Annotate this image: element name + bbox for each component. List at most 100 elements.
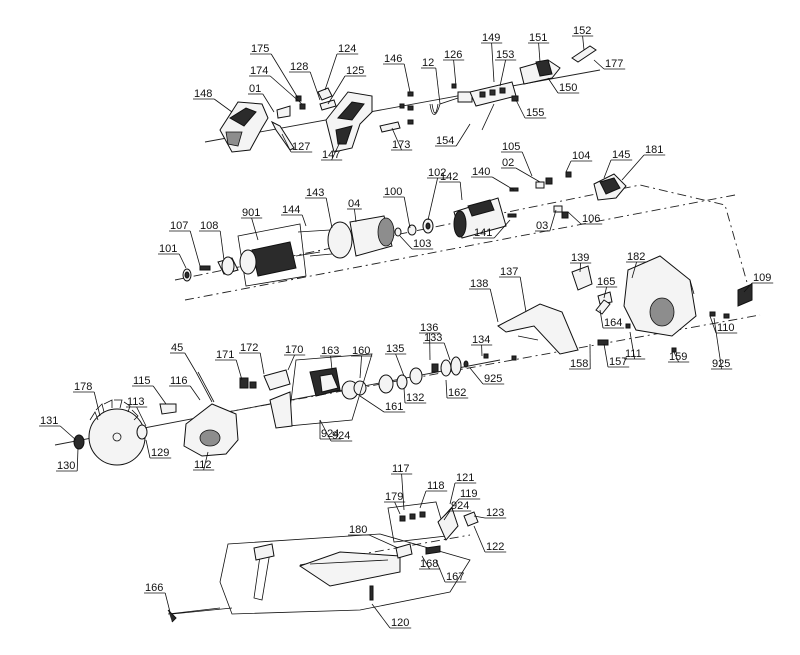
part-callout-133: 133 [423,332,451,361]
part-callout-124: 124 [324,43,359,91]
part-callout-924: 924 [319,420,342,440]
part-callout-152: 152 [572,25,594,51]
rip-fence [167,607,233,623]
part-callout-181: 181 [621,144,666,181]
handle-housing-right [325,91,373,153]
leader-line [281,133,292,153]
part-callout-115: 115 [132,375,167,405]
part-callout-127: 127 [281,133,313,153]
part-number-label: 153 [496,49,514,61]
leader-line [269,75,303,105]
leader-line [473,515,486,519]
part-number-label: 168 [420,558,438,570]
part-number-label: 181 [645,144,663,156]
part-callout-164: 164 [599,309,625,329]
part-number-label: 137 [500,266,518,278]
leader-line [445,379,448,399]
part-number-label: 136 [420,322,438,334]
part-callout-178: 178 [73,381,101,417]
part-callout-146: 146 [383,53,411,93]
part-number-label: 132 [406,392,424,404]
part-callout-105: 105 [501,141,533,177]
part-callout-02: 02 [501,157,541,183]
part-callout-141: 141 [473,219,511,239]
part-number-label: 147 [322,149,340,161]
part-number-label: 129 [151,447,169,459]
part-number-label: 158 [570,358,588,370]
leader-line [709,315,717,334]
part-callout-100: 100 [383,186,411,229]
part-callout-165: 165 [596,276,618,299]
part-callout-138: 138 [469,278,499,323]
field-coil [297,215,395,259]
leader-line [453,59,457,87]
part-number-label: 157 [609,356,627,368]
part-callout-103: 103 [399,235,434,250]
part-number-label: 171 [216,349,234,361]
part-callout-182: 182 [626,251,648,279]
leader-line [603,159,612,179]
part-callout-126: 126 [443,49,465,87]
part-callout-171: 171 [215,349,243,381]
leader-line [599,309,604,329]
part-callout-119: 119 [443,488,481,517]
leader-line [331,141,341,161]
leader-line [93,391,101,417]
leader-line [443,510,451,521]
part-callout-01: 01 [248,83,275,113]
part-number-label: 165 [597,276,615,288]
part-callout-136: 136 [419,322,441,361]
leader-line [309,71,321,101]
leader-line [493,219,511,239]
part-callout-151: 151 [528,32,550,63]
part-callout-110: 110 [709,315,738,334]
part-callout-177: 177 [593,58,626,70]
leader-line [371,603,391,629]
part-callout-167: 167 [435,559,467,583]
part-callout-112: 112 [193,451,215,471]
part-number-label: 160 [352,345,370,357]
part-callout-129: 129 [145,439,172,459]
part-callout-179: 179 [384,491,406,515]
part-number-label: 149 [482,32,500,44]
leader-line [259,352,265,375]
leader-line [547,77,559,94]
leader-line [549,209,557,232]
part-callout-12: 12 [421,57,441,105]
leader-line [473,525,486,553]
part-callout-161: 161 [359,395,406,413]
part-callout-144: 144 [281,204,307,227]
part-number-label: 107 [170,220,188,232]
part-number-label: 101 [159,243,177,255]
leader-line [213,98,233,113]
part-number-label: 104 [572,150,590,162]
part-callout-123: 123 [473,507,507,519]
leader-line [403,387,406,404]
end-cap [593,173,627,201]
part-number-label: 177 [605,58,623,70]
part-number-label: 178 [74,381,92,393]
part-callout-172: 172 [239,342,265,375]
part-number-label: 148 [194,88,212,100]
leader-line [403,196,411,229]
leader-line [565,160,572,173]
part-number-label: 12 [422,57,434,69]
leader-line [603,343,609,368]
leader-line [235,359,243,381]
part-callout-147: 147 [321,141,343,161]
part-callout-122: 122 [473,525,507,553]
part-number-label: 01 [249,83,261,95]
bearings-row2 [394,218,434,237]
part-number-label: 121 [456,472,474,484]
leader-line [403,63,411,93]
power-cord [429,91,473,115]
part-number-label: 924 [451,500,469,512]
part-number-label: 126 [444,49,462,61]
leader-line [178,253,187,269]
knob-and-bits [571,265,753,319]
part-callout-162: 162 [445,379,469,399]
part-number-label: 130 [57,460,75,472]
part-callout-155: 155 [515,99,547,119]
base-plate-group [167,533,471,615]
